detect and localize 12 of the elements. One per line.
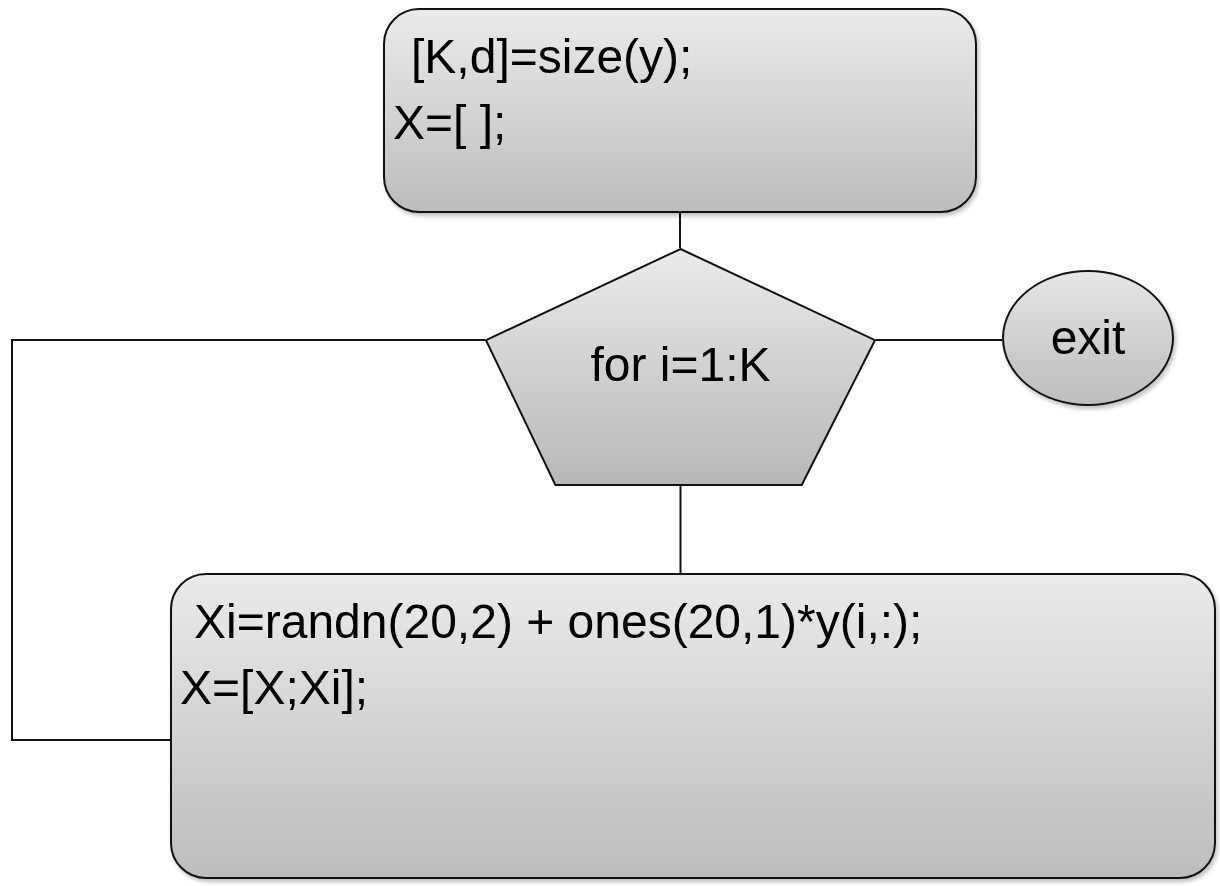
process-box — [170, 573, 1216, 879]
node-text: X=[X;Xi]; — [180, 660, 370, 716]
node-text: for i=1:K — [590, 337, 771, 393]
node-text: [K,d]=size(y); — [410, 29, 694, 85]
connector-line — [875, 339, 1003, 342]
connector-line — [11, 339, 486, 741]
connector-line — [679, 212, 681, 249]
connector-line — [679, 485, 682, 574]
node-text: Xi=randn(20,2) + ones(20,1)*y(i,:); — [193, 594, 924, 650]
node-text: exit — [1050, 310, 1126, 366]
node-text: X=[ ]; — [393, 95, 508, 151]
process-box — [383, 8, 977, 213]
